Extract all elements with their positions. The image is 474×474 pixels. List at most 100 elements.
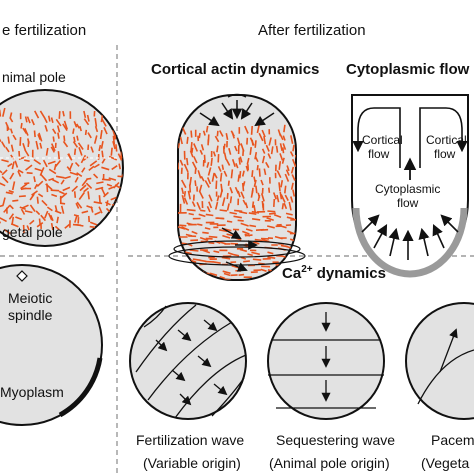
- actin-filament: [227, 252, 235, 256]
- actin-filament: [251, 251, 260, 256]
- actin-filament: [74, 215, 78, 223]
- actin-filament: [237, 190, 241, 198]
- actin-filament: [225, 159, 231, 166]
- actin-filament: [258, 168, 261, 177]
- actin-filament: [109, 220, 116, 225]
- actin-filament: [98, 206, 103, 214]
- actin-filament: [250, 189, 254, 198]
- actin-filament: [121, 171, 123, 177]
- actin-filament: [33, 110, 40, 119]
- actin-filament: [231, 159, 236, 168]
- actin-filament: [79, 184, 87, 192]
- actin-filament: [115, 144, 118, 152]
- actin-filament: [294, 154, 296, 162]
- actin-filament: [290, 196, 294, 203]
- actin-filament: [34, 167, 43, 172]
- actin-filament: [126, 121, 127, 130]
- actin-filament: [198, 132, 201, 139]
- actin-filament: [29, 219, 35, 225]
- actin-filament: [48, 177, 54, 181]
- actin-filament: [273, 213, 282, 218]
- actin-filament: [80, 154, 87, 164]
- actin-filament: [208, 201, 213, 209]
- actin-filament: [184, 269, 193, 274]
- actin-filament: [126, 206, 133, 208]
- actin-filament: [11, 181, 16, 191]
- actin-filament: [206, 161, 210, 168]
- actin-filament: [9, 172, 15, 180]
- actin-filament: [197, 170, 202, 179]
- wave-1-origin: (Variable origin): [143, 455, 241, 471]
- actin-filament: [0, 181, 6, 187]
- actin-filament: [290, 182, 294, 190]
- actin-filament: [55, 118, 62, 127]
- actin-filament: [245, 165, 249, 172]
- actin-filament: [212, 261, 221, 264]
- actin-filament: [74, 161, 80, 167]
- actin-filament: [126, 133, 129, 141]
- actin-filament: [210, 157, 213, 166]
- actin-filament: [73, 136, 76, 143]
- actin-filament: [267, 210, 276, 213]
- actin-filament: [283, 202, 288, 210]
- actin-filament: [189, 176, 192, 186]
- actin-filament: [78, 191, 86, 200]
- actin-filament: [26, 172, 33, 175]
- actin-filament: [241, 170, 245, 177]
- actin-filament: [58, 190, 65, 195]
- actin-filament: [245, 228, 253, 232]
- actin-filament: [112, 140, 116, 150]
- actin-filament: [238, 157, 241, 165]
- actin-filament: [47, 160, 56, 165]
- actin-filament: [229, 196, 233, 204]
- actin-filament: [20, 183, 28, 190]
- actin-filament: [278, 182, 281, 192]
- cortical-flow-left-1: Cortical: [362, 133, 403, 147]
- actin-filament: [261, 148, 266, 154]
- actin-filament: [191, 147, 194, 154]
- oocyte-myoplasm: [0, 264, 103, 426]
- actin-filament: [73, 191, 77, 198]
- actin-filament: [208, 235, 218, 239]
- actin-filament: [83, 118, 90, 126]
- actin-filament: [24, 210, 33, 214]
- actin-filament: [280, 225, 287, 229]
- actin-filament: [226, 192, 229, 200]
- actin-filament: [178, 267, 184, 270]
- actin-filament: [263, 168, 267, 176]
- actin-filament: [85, 182, 93, 189]
- actin-filament: [39, 173, 48, 182]
- actin-filament: [264, 277, 271, 280]
- actin-filament: [57, 132, 60, 139]
- actin-filament: [100, 140, 104, 149]
- actin-filament: [186, 157, 189, 166]
- actin-filament: [290, 166, 295, 174]
- actin-filament: [179, 136, 183, 145]
- actin-filament: [62, 110, 65, 117]
- actin-filament: [222, 270, 231, 275]
- actin-filament: [38, 132, 43, 142]
- actin-filament: [47, 212, 53, 221]
- actin-filament: [8, 204, 14, 210]
- wave-2-name: Sequestering wave: [276, 432, 396, 448]
- actin-filament: [93, 173, 99, 179]
- vegetal-pole-label: getal pole: [2, 224, 63, 240]
- actin-filament: [222, 234, 231, 239]
- actin-filament: [73, 148, 77, 155]
- actin-filament: [19, 137, 22, 146]
- actin-filament: [191, 201, 196, 207]
- actin-filament: [94, 117, 98, 127]
- actin-filament: [79, 125, 82, 132]
- ca-main: Ca: [282, 265, 302, 282]
- actin-filament: [237, 174, 240, 182]
- actin-filament: [200, 209, 206, 212]
- actin-filament: [200, 175, 205, 182]
- actin-filament: [218, 130, 224, 137]
- actin-filament: [41, 199, 48, 207]
- actin-filament: [59, 202, 66, 205]
- actin-filament: [46, 183, 49, 193]
- actin-filament: [199, 259, 207, 263]
- actin-filament: [77, 142, 84, 150]
- actin-filament: [202, 249, 211, 254]
- actin-filament: [5, 146, 10, 153]
